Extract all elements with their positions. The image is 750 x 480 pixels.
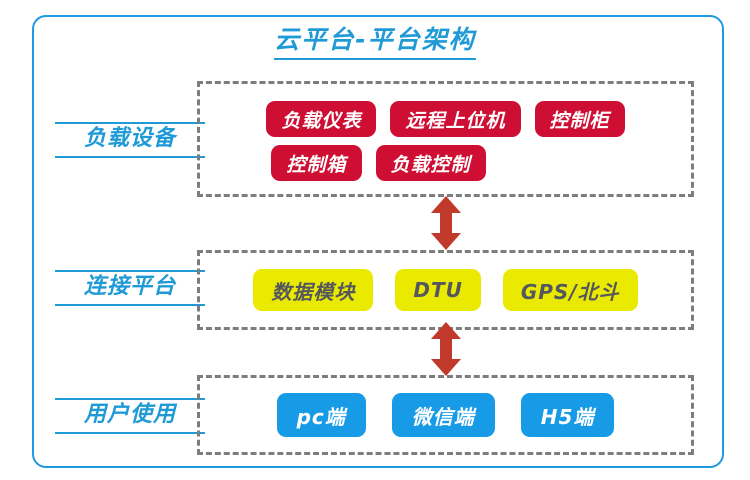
arrow-platform-to-user-icon [428, 322, 464, 376]
row-label-connection-platform: 连接平台 [55, 270, 205, 306]
chip-row-platform: 数据模块 DTU GPS/北斗 [253, 269, 638, 311]
outer-frame [32, 15, 724, 468]
chip-dtu[interactable]: DTU [395, 269, 481, 311]
arrow-load-to-platform-icon [428, 196, 464, 250]
chip-row-load-2: 控制箱 负载控制 [271, 145, 486, 181]
chip-row-load-1: 负载仪表 远程上位机 控制柜 [266, 101, 625, 137]
chip-h5-client[interactable]: H5端 [520, 393, 615, 437]
row-label-load-equipment: 负载设备 [55, 122, 205, 158]
chip-pc-client[interactable]: pc端 [276, 393, 366, 437]
chip-wechat-client[interactable]: 微信端 [391, 393, 495, 437]
chip-control-cabinet[interactable]: 控制柜 [534, 101, 625, 137]
page-title: 云平台-平台架构 [0, 24, 750, 61]
chip-control-box[interactable]: 控制箱 [271, 145, 362, 181]
chip-data-module[interactable]: 数据模块 [253, 269, 374, 311]
chip-row-user: pc端 微信端 H5端 [276, 393, 615, 437]
row-label-user-usage: 用户使用 [55, 398, 205, 434]
chip-remote-host[interactable]: 远程上位机 [390, 101, 521, 137]
chip-gps-beidou[interactable]: GPS/北斗 [502, 269, 638, 311]
section-user-usage: pc端 微信端 H5端 [197, 375, 694, 455]
section-load-equipment: 负载仪表 远程上位机 控制柜 控制箱 负载控制 [197, 81, 694, 197]
page-title-text: 云平台-平台架构 [274, 24, 476, 61]
chip-load-control[interactable]: 负载控制 [375, 145, 486, 181]
chip-load-meter[interactable]: 负载仪表 [266, 101, 377, 137]
section-connection-platform: 数据模块 DTU GPS/北斗 [197, 250, 694, 330]
